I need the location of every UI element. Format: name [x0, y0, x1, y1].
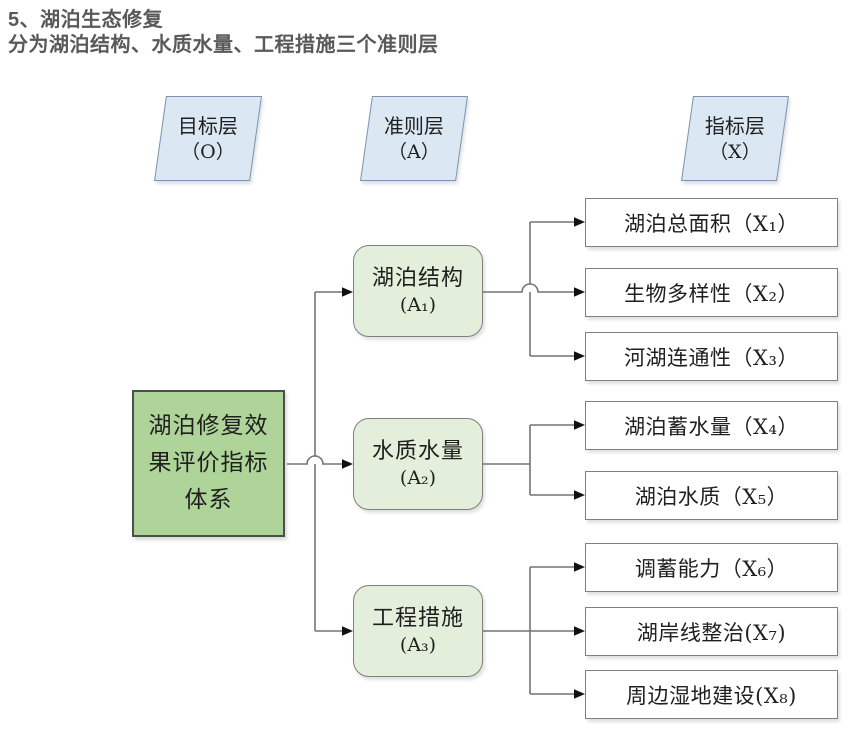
- layer-label: 目标层: [178, 113, 238, 138]
- criteria-label: 水质水量: [371, 439, 464, 464]
- indicator-label: 周边湿地建设(X₈): [626, 683, 797, 708]
- layer-code: （A）: [388, 140, 440, 163]
- indicator-box-x3: 河湖连通性（X₃）: [585, 332, 838, 381]
- arrow-icon: [574, 626, 585, 636]
- arrow-icon: [574, 217, 585, 227]
- indicator-box-x7: 湖岸线整治(X₇): [585, 607, 838, 656]
- arrow-icon: [574, 351, 585, 361]
- criteria-box-a3: 工程措施 (A₃): [353, 585, 483, 677]
- layer-indicator-header: 指标层 （X）: [681, 96, 789, 181]
- layer-criteria-header: 准则层 （A）: [360, 96, 468, 181]
- criteria-label: 湖泊结构: [371, 266, 464, 291]
- goal-to-a2: [287, 455, 342, 465]
- indicator-label: 湖泊蓄水量（X₄）: [624, 414, 799, 439]
- indicator-label: 河湖连通性（X₃）: [624, 345, 799, 370]
- layer-label: 指标层: [705, 113, 765, 138]
- indicator-box-x1: 湖泊总面积（X₁）: [585, 198, 838, 247]
- layer-code: （X）: [709, 140, 761, 163]
- criteria-box-a1: 湖泊结构 (A₁): [353, 245, 483, 337]
- indicator-box-x4: 湖泊蓄水量（X₄）: [585, 401, 838, 450]
- indicator-label: 生物多样性（X₂）: [624, 281, 799, 306]
- criteria-box-a2: 水质水量 (A₂): [353, 418, 483, 510]
- indicator-label: 湖泊总面积（X₁）: [624, 211, 799, 236]
- layer-label: 准则层: [384, 113, 444, 138]
- criteria-code: (A₂): [399, 467, 437, 489]
- goal-box: 湖泊修复效果评价指标体系: [132, 390, 285, 537]
- indicator-box-x6: 调蓄能力（X₆）: [585, 543, 838, 592]
- indicator-box-x8: 周边湿地建设(X₈): [585, 670, 838, 719]
- goal-label: 湖泊修复效果评价指标体系: [148, 413, 269, 513]
- arrow-icon: [574, 420, 585, 430]
- line-jump-mask: [522, 284, 538, 292]
- criteria-code: (A₁): [399, 294, 437, 316]
- arrow-icon: [574, 562, 585, 572]
- arrow-icon: [342, 459, 353, 469]
- indicator-label: 调蓄能力（X₆）: [634, 556, 789, 581]
- criteria-code: (A₃): [399, 634, 437, 656]
- line-jump-mask: [307, 456, 323, 464]
- indicator-label: 湖岸线整治(X₇): [636, 620, 787, 645]
- arrow-icon: [574, 490, 585, 500]
- arrow-icon: [342, 626, 353, 636]
- page-subtitle: 分为湖泊结构、水质水量、工程措施三个准则层: [8, 34, 439, 56]
- indicator-box-x5: 湖泊水质（X₅）: [585, 471, 838, 520]
- a1-to-x2: [482, 283, 574, 293]
- arrow-icon: [574, 287, 585, 297]
- arrow-icon: [574, 689, 585, 699]
- arrowheads: [342, 217, 585, 699]
- layer-goal-header: 目标层 （O）: [154, 96, 262, 181]
- arrow-icon: [342, 287, 353, 297]
- indicator-label: 湖泊水质（X₅）: [634, 484, 789, 509]
- page-title: 5、湖泊生态修复: [8, 9, 164, 31]
- wire-group: [287, 221, 574, 695]
- criteria-label: 工程措施: [371, 606, 464, 631]
- layer-code: （O）: [181, 140, 235, 163]
- indicator-box-x2: 生物多样性（X₂）: [585, 268, 838, 317]
